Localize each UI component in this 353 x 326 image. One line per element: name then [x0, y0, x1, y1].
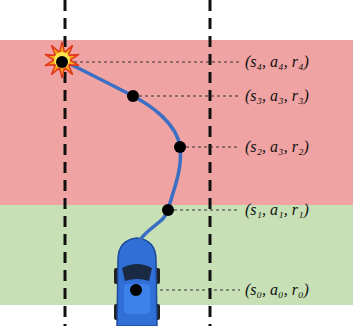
car-roof — [124, 284, 150, 314]
car-symbol — [114, 238, 160, 326]
state-dot — [56, 56, 68, 68]
state-points — [56, 56, 186, 296]
leader-line — [133, 96, 240, 97]
collision-burst — [45, 42, 79, 78]
leader-line — [180, 147, 240, 148]
burst-star — [45, 42, 79, 78]
state-label: (s₀, a₀, r₀) — [245, 281, 309, 299]
safe-zone — [0, 205, 353, 305]
leader-line — [62, 62, 240, 63]
lane-line — [209, 0, 212, 326]
state-label: (s₂, a₃, r₂) — [245, 138, 309, 156]
trajectory — [64, 61, 181, 240]
leader-line — [168, 210, 240, 211]
state-dot — [130, 284, 142, 296]
car-body — [117, 238, 157, 326]
state-label: (s₃, a₃, r₃) — [245, 87, 309, 105]
state-dot — [127, 90, 139, 102]
state-dot — [162, 204, 174, 216]
state-label: (s₁, a₁, r₁) — [245, 201, 309, 219]
windshield — [122, 264, 152, 281]
state-dot — [174, 141, 186, 153]
burst-core — [54, 52, 70, 68]
state-label: (s₄, a₄, r₄) — [245, 53, 309, 71]
